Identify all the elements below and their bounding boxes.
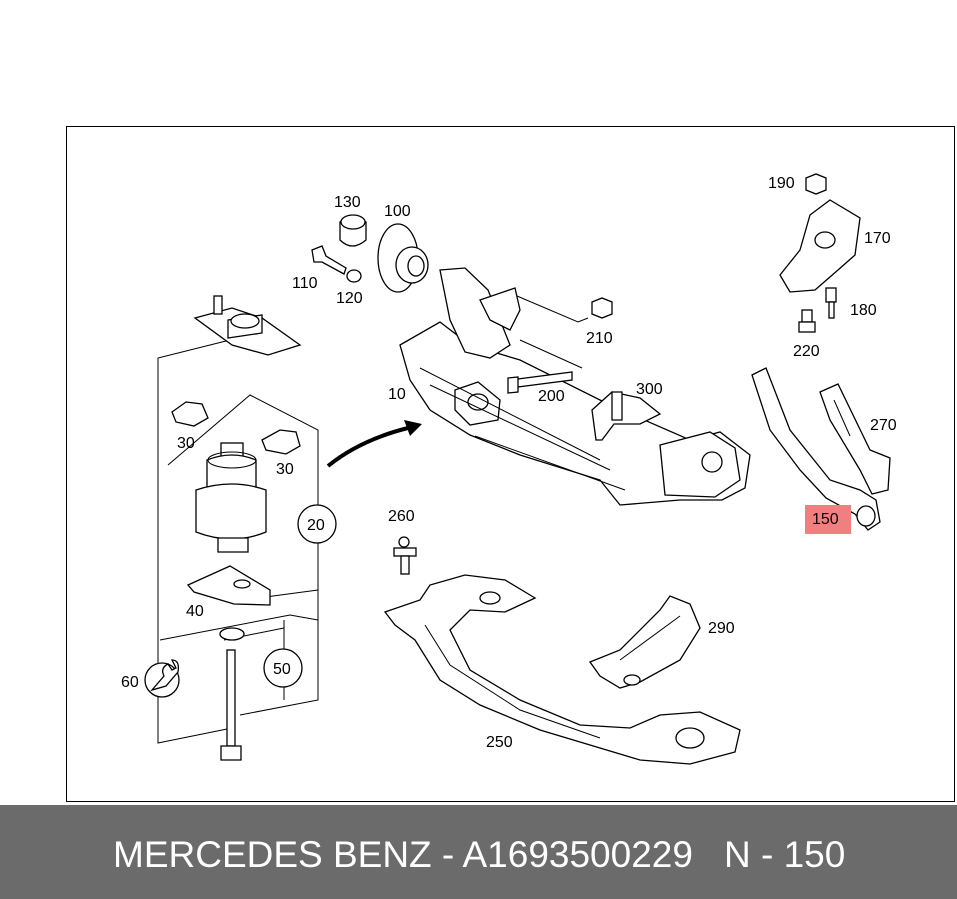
label-10: 10 bbox=[388, 386, 406, 403]
bolt-200 bbox=[507, 371, 573, 394]
crossmember-250 bbox=[383, 574, 741, 765]
label-220: 220 bbox=[793, 343, 820, 360]
label-150: 150 bbox=[812, 511, 839, 528]
label-270: 270 bbox=[870, 417, 897, 434]
strut-270 bbox=[819, 383, 891, 495]
label-260: 260 bbox=[388, 508, 415, 525]
bracket-plate-40 bbox=[186, 565, 271, 606]
wheel-hub-100 bbox=[377, 223, 429, 293]
bushing-130 bbox=[339, 214, 367, 247]
label-190: 190 bbox=[768, 175, 795, 192]
callout-circle-50 bbox=[263, 648, 303, 688]
bracket-300 bbox=[591, 391, 662, 441]
bolt-110 bbox=[311, 245, 347, 275]
washer-120 bbox=[346, 269, 362, 283]
label-170: 170 bbox=[864, 230, 891, 247]
label-210: 210 bbox=[586, 330, 613, 347]
label-30b: 30 bbox=[276, 461, 294, 478]
label-50: 50 bbox=[273, 661, 291, 678]
bolt-180 bbox=[825, 287, 837, 319]
label-100: 100 bbox=[384, 203, 411, 220]
nut-190 bbox=[805, 173, 827, 195]
wrench-callout-60 bbox=[144, 659, 180, 698]
direction-arrow bbox=[326, 420, 422, 468]
label-110: 110 bbox=[292, 275, 318, 292]
label-130: 130 bbox=[334, 194, 361, 211]
label-200: 200 bbox=[538, 388, 565, 405]
leader-210 bbox=[516, 295, 589, 323]
label-120: 120 bbox=[336, 290, 363, 307]
label-30a: 30 bbox=[177, 435, 195, 452]
diagram-frame bbox=[66, 126, 955, 802]
rubber-pad-30b bbox=[261, 429, 301, 455]
callout-circle-20 bbox=[297, 504, 337, 544]
nut-210 bbox=[591, 297, 613, 319]
footer-brand-part: MERCEDES BENZ - A1693500229 bbox=[113, 834, 693, 875]
label-300: 300 bbox=[636, 381, 663, 398]
bolt-220 bbox=[798, 309, 816, 333]
label-40: 40 bbox=[186, 603, 204, 620]
label-20: 20 bbox=[307, 517, 325, 534]
label-60: 60 bbox=[121, 674, 139, 691]
mount-bracket-170 bbox=[779, 199, 861, 293]
bolt-260 bbox=[393, 536, 417, 575]
subframe-10 bbox=[399, 267, 751, 506]
shield-290 bbox=[588, 595, 701, 689]
mount-bracket-top bbox=[193, 295, 302, 356]
parts-diagram: 10 20 30 30 40 50 60 100 110 120 130 150… bbox=[121, 173, 897, 765]
control-arm-150 bbox=[751, 367, 881, 531]
long-bolt bbox=[219, 627, 245, 761]
highlight-150 bbox=[805, 505, 851, 534]
rubber-pad-30a bbox=[171, 401, 209, 427]
label-250: 250 bbox=[486, 734, 513, 751]
footer-bar: MERCEDES BENZ - A1693500229 N - 150 bbox=[0, 805, 957, 899]
leader-200 bbox=[519, 339, 583, 369]
label-290: 290 bbox=[708, 620, 735, 637]
engine-mount-20 bbox=[195, 442, 267, 553]
label-180: 180 bbox=[850, 302, 877, 319]
footer-position: N - 150 bbox=[724, 834, 846, 875]
